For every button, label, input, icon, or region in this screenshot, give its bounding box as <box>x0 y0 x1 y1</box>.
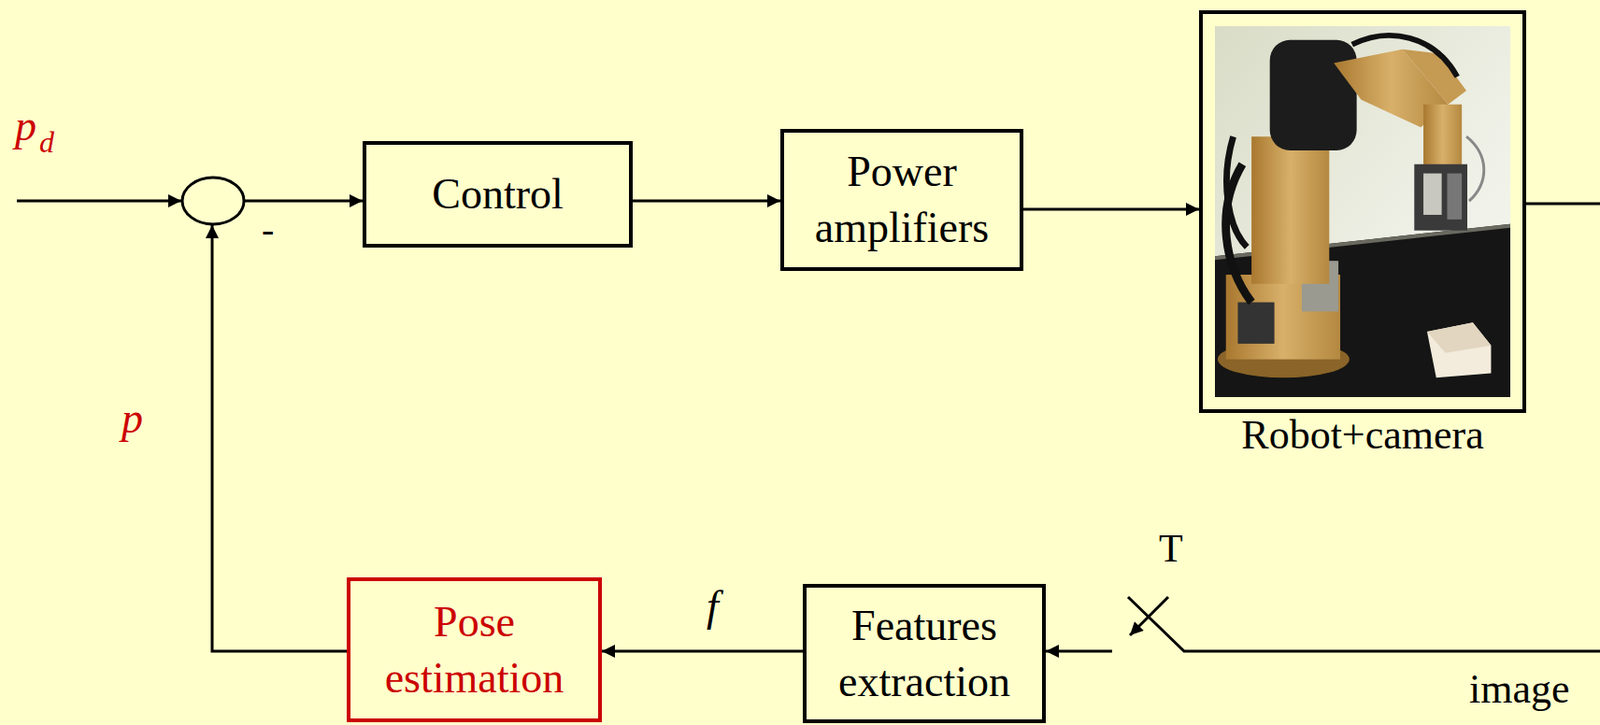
process-box: Power amplifiers <box>780 128 1024 272</box>
sign-mark: - <box>261 211 274 249</box>
node-label: Power amplifiers <box>789 143 1015 257</box>
drawing-part <box>1251 136 1329 285</box>
node-label: Features extraction <box>812 598 1037 711</box>
drawing-part <box>1414 164 1468 231</box>
robot-frame: Robot+camera <box>1199 10 1527 414</box>
signal-connector <box>632 200 781 203</box>
process-box: Pose estimation <box>346 577 602 723</box>
summing-junction <box>182 177 244 225</box>
node-label: Pose estimation <box>356 594 593 707</box>
drawing-part <box>1237 302 1274 344</box>
drawing-part <box>1427 322 1491 354</box>
edge-label: f <box>706 585 719 629</box>
signal-connector <box>1045 203 1600 652</box>
process-box: Control <box>362 141 633 248</box>
drawing-part <box>1423 173 1443 215</box>
drawing-part <box>1446 173 1462 220</box>
node-caption: Robot+camera <box>1184 411 1542 461</box>
process-box: Features extraction <box>802 584 1046 724</box>
sample-period: T <box>1158 528 1184 569</box>
input-wire <box>16 200 182 203</box>
robot-photo <box>1214 26 1511 398</box>
drawing-part <box>1227 136 1248 247</box>
drawing-part <box>1427 322 1491 378</box>
drawing-part <box>1270 40 1358 151</box>
feedback-wire <box>212 225 347 652</box>
node-label: Control <box>431 166 564 223</box>
drawing-part <box>1466 136 1485 201</box>
signal-name: p <box>14 104 37 148</box>
signal-connector <box>601 650 803 654</box>
signal-connector <box>1023 208 1200 212</box>
drawing-part <box>1352 35 1458 77</box>
signal-name: image <box>1469 669 1571 711</box>
drawing-part <box>1214 26 1511 398</box>
error-wire <box>243 200 363 203</box>
signal-subscript: d <box>39 127 55 158</box>
signal-name: p <box>121 397 143 441</box>
drawing-part <box>1423 104 1462 170</box>
